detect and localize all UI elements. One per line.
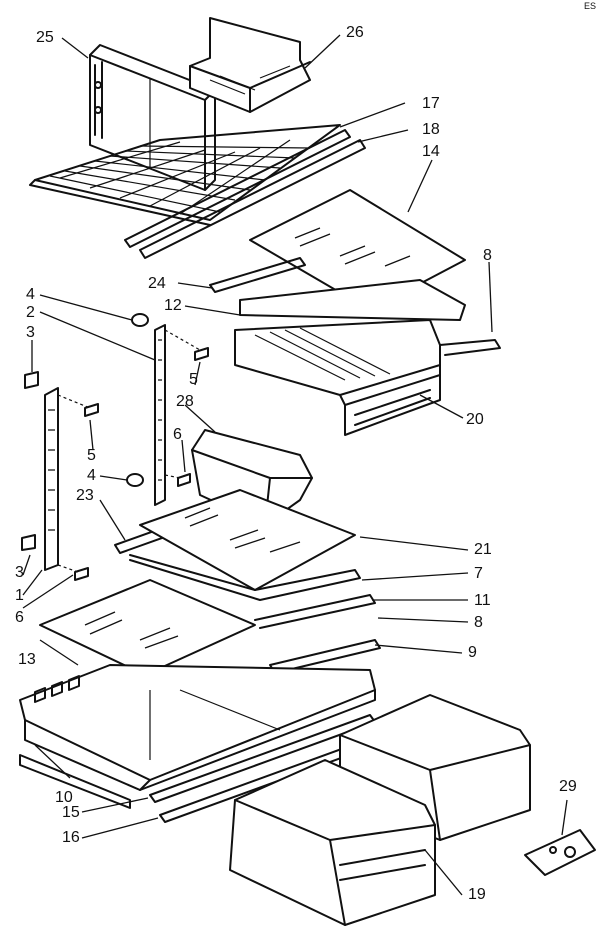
glass-shelf-lower — [39, 579, 381, 676]
callout-15: 15 — [62, 804, 80, 821]
callout-18: 18 — [422, 121, 440, 138]
callout-21: 21 — [474, 541, 492, 558]
small-storage-bin — [189, 17, 311, 113]
callout-4-upper: 4 — [26, 286, 35, 303]
callout-23: 23 — [76, 487, 94, 504]
callout-3-upper: 3 — [26, 324, 35, 341]
leader-lines — [22, 34, 568, 896]
callout-13: 13 — [18, 651, 36, 668]
fasteners — [21, 313, 209, 581]
callout-6-right: 6 — [173, 426, 182, 443]
callout-12: 12 — [164, 297, 182, 314]
meat-keeper-drawer — [209, 257, 501, 436]
callout-2: 2 — [26, 304, 35, 321]
shelf-trim-rails — [124, 129, 366, 259]
glass-shelf-middle — [114, 489, 361, 601]
callout-25: 25 — [36, 29, 54, 46]
callout-1: 1 — [15, 587, 24, 604]
control-bracket — [524, 829, 596, 876]
callout-16: 16 — [62, 829, 80, 846]
callout-14: 14 — [422, 143, 440, 160]
crisper-cover-frame — [19, 664, 376, 809]
callout-10: 10 — [55, 789, 73, 806]
callout-6-left: 6 — [15, 609, 24, 626]
callout-28: 28 — [176, 393, 194, 410]
callout-24: 24 — [148, 275, 166, 292]
callout-8-lower: 8 — [474, 614, 483, 631]
callout-29: 29 — [559, 778, 577, 795]
callout-5-right: 5 — [189, 371, 198, 388]
callout-7: 7 — [474, 565, 483, 582]
callout-9: 9 — [468, 644, 477, 661]
callout-5-left: 5 — [87, 447, 96, 464]
callout-3-lower: 3 — [15, 564, 24, 581]
callout-26: 26 — [346, 24, 364, 41]
callout-17: 17 — [422, 95, 440, 112]
callout-8-upper: 8 — [483, 247, 492, 264]
corner-mark: ES — [584, 1, 597, 11]
callout-20: 20 — [466, 411, 484, 428]
crisper-drawers — [229, 694, 531, 926]
callout-4-lower: 4 — [87, 467, 96, 484]
wire-shelf-rack — [29, 44, 341, 226]
callout-11: 11 — [474, 592, 491, 609]
callout-19: 19 — [468, 886, 486, 903]
